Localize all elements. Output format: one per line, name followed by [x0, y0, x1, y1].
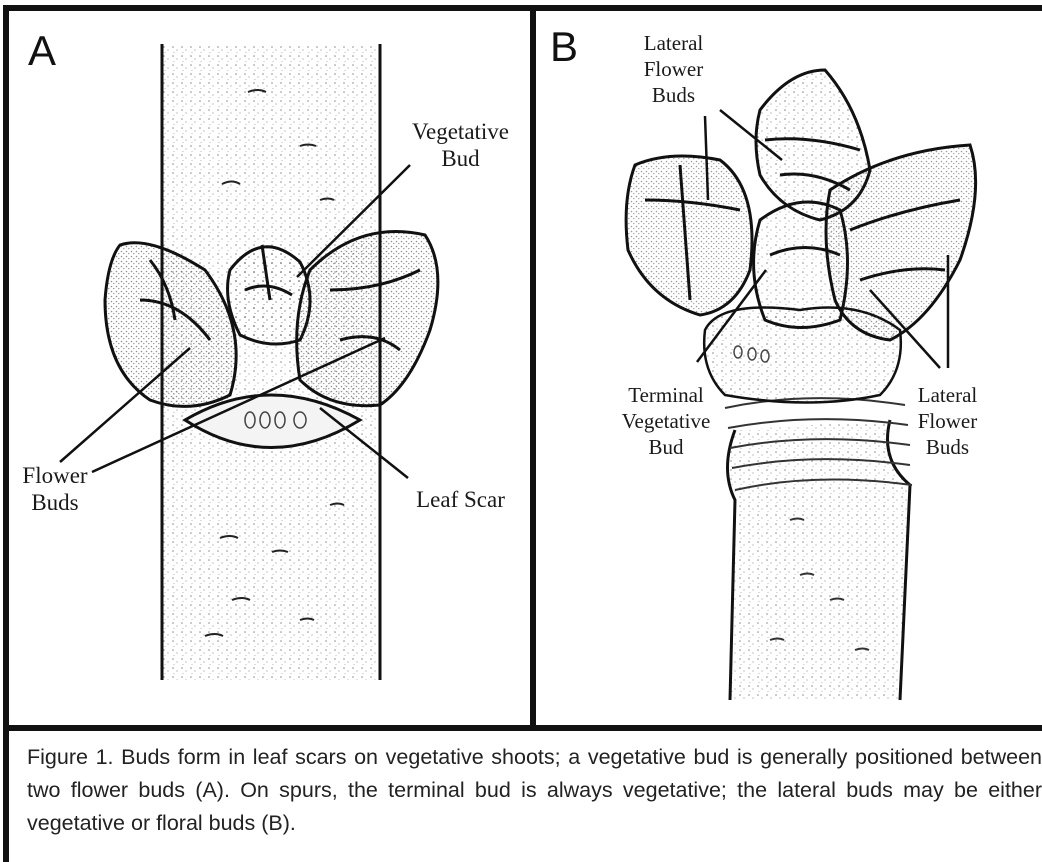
vegetative-bud-label-line-2: Bud: [388, 145, 533, 172]
panel-a-letter: A: [28, 30, 56, 72]
flower-buds-label-line-2: Buds: [10, 489, 100, 516]
terminal-vegetative-bud-label: Terminal Vegetative Bud: [606, 382, 726, 460]
terminal-vegetative-bud-line-3: Bud: [606, 434, 726, 460]
figure-caption: Figure 1. Buds form in leaf scars on veg…: [27, 741, 1042, 840]
panel-a-drawing: [60, 44, 438, 680]
lateral-flower-buds-right-line-2: Flower: [900, 408, 995, 434]
figure-caption-box: Figure 1. Buds form in leaf scars on veg…: [3, 731, 1042, 862]
terminal-vegetative-bud-line-1: Terminal: [606, 382, 726, 408]
lateral-flower-buds-top-line-1: Lateral: [626, 30, 721, 56]
lateral-flower-buds-right-line-3: Buds: [900, 434, 995, 460]
terminal-vegetative-bud-line-2: Vegetative: [606, 408, 726, 434]
lateral-flower-buds-right-line-1: Lateral: [900, 382, 995, 408]
lateral-flower-buds-top-line-2: Flower: [626, 56, 721, 82]
lateral-flower-buds-top-label: Lateral Flower Buds: [626, 30, 721, 108]
lateral-flower-buds-top-line-3: Buds: [626, 82, 721, 108]
vegetative-bud-label: Vegetative Bud: [388, 118, 533, 172]
flower-buds-label: Flower Buds: [10, 462, 100, 516]
illustration: [0, 0, 1042, 731]
lateral-flower-buds-right-label: Lateral Flower Buds: [900, 382, 995, 460]
panel-b-letter: B: [550, 26, 578, 68]
leaf-scar-label: Leaf Scar: [398, 486, 523, 513]
lateral-flower-bud-left-b: [626, 156, 752, 315]
vegetative-bud-label-line-1: Vegetative: [388, 118, 533, 145]
flower-buds-label-line-1: Flower: [10, 462, 100, 489]
stem-b: [725, 398, 912, 700]
